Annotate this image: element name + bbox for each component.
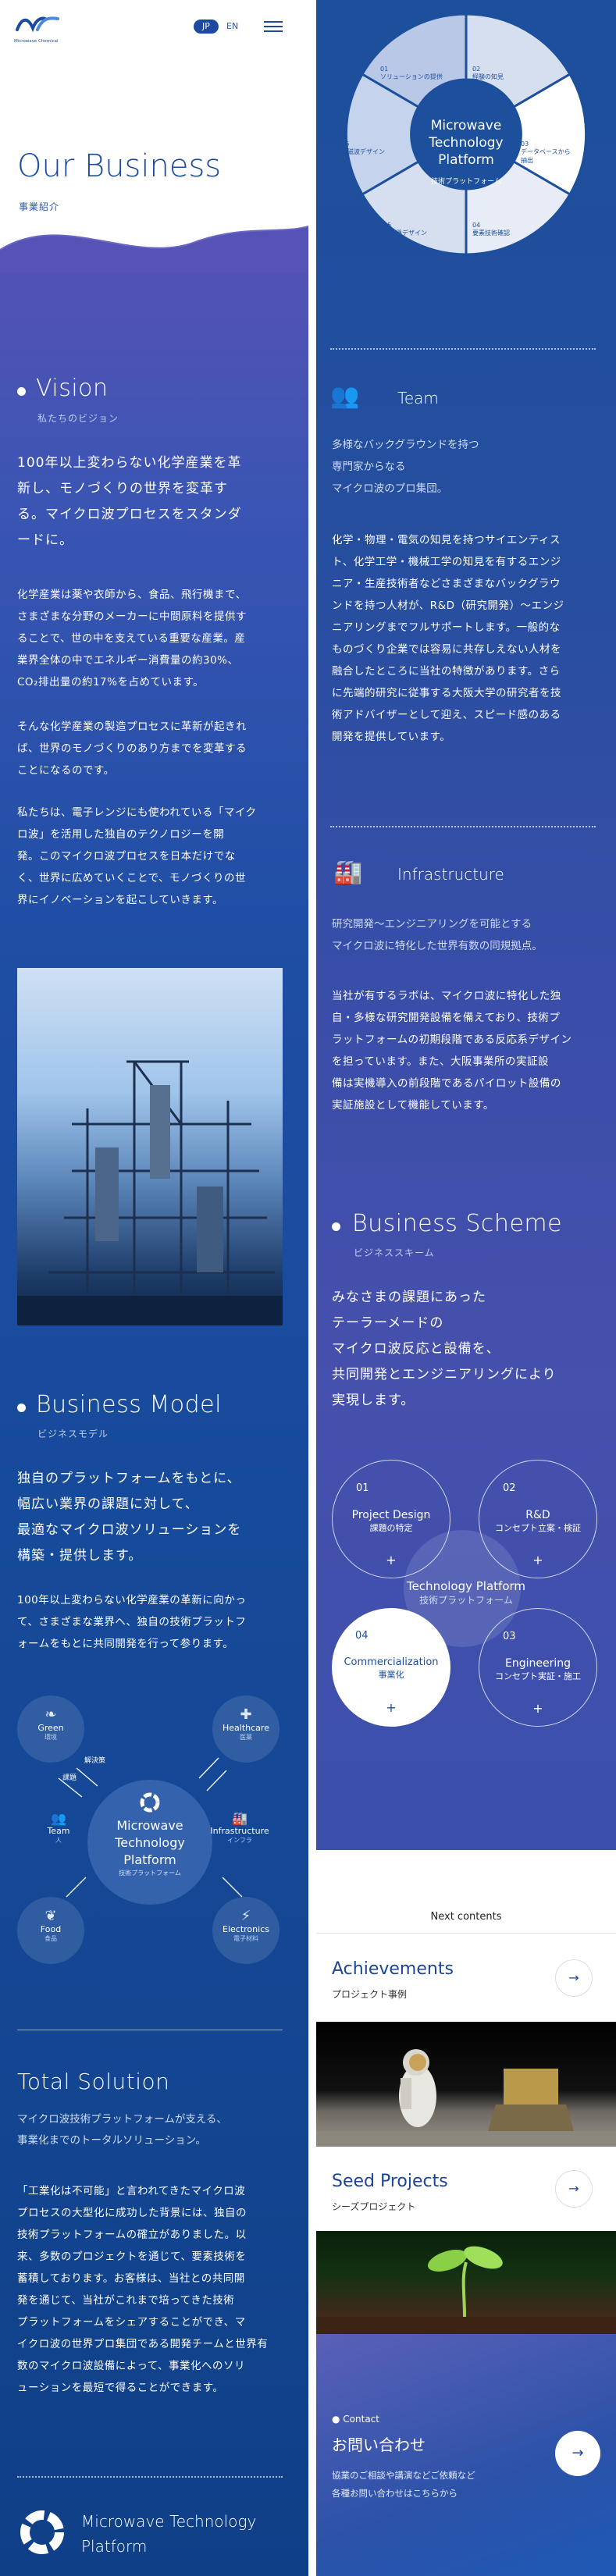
brand-name: Microwave Chemical <box>14 39 59 44</box>
vision-subtitle: 私たちのビジョン <box>37 413 119 424</box>
moon-landing-photo <box>316 2022 616 2147</box>
left-background <box>0 226 308 2576</box>
next-item-seed-projects[interactable]: Seed Projects シーズプロジェクト → <box>316 2150 616 2228</box>
business-scheme-subtitle: ビジネススキーム <box>354 1247 435 1258</box>
hero-header-area <box>0 0 308 258</box>
infrastructure-node: 🏭 Infrastructure インフラ <box>205 1811 275 1845</box>
platform-ring-icon <box>140 1792 160 1813</box>
divider <box>330 348 596 350</box>
logo-mark-icon <box>16 16 59 33</box>
label-kaiketsu: 解決策 <box>84 1757 106 1765</box>
sprout-photo <box>316 2231 616 2336</box>
total-solution-paragraph: 「工業化は不可能」と言われてきたマイクロ波プロセスの大型化に成功した背景には、独… <box>17 2185 269 2394</box>
hero-wave <box>0 226 308 273</box>
team-paragraph: 化学・物理・電気の知見を持つサイエンティスト、化学工学・機械工学の知見を有するエ… <box>332 534 564 743</box>
business-scheme-lead: みなさまの課題にあったテーラーメードのマイクロ波反応と設備を、共同開発とエンジニ… <box>332 1290 557 1408</box>
contact-title: お問い合わせ <box>332 2435 426 2454</box>
business-scheme-title: Business Scheme <box>352 1210 563 1237</box>
infrastructure-title: Infrastructure <box>397 865 504 884</box>
divider <box>330 826 596 827</box>
node-electronics: ⚡ Electronics 電子材料 <box>212 1897 280 1964</box>
arrow-right-icon: → <box>571 2445 584 2461</box>
business-scheme-diagram: Technology Platform 技術プラットフォーム 01 Projec… <box>316 1444 616 1749</box>
page-subtitle: 事業紹介 <box>19 201 60 212</box>
bullet-dot <box>17 387 26 396</box>
node-healthcare: ✚ Healthcare 医薬 <box>212 1695 280 1763</box>
achievements-subtitle: プロジェクト事例 <box>332 1989 408 2000</box>
team-icon: 👥 <box>330 382 360 410</box>
food-icon: ❦ <box>45 1908 57 1924</box>
label-kadai: 課題 <box>62 1774 77 1782</box>
leaf-icon: ❧ <box>45 1706 57 1723</box>
contact-description: 協業のご相談や講演などご依頼など各種お問い合わせはこちらから <box>332 2470 475 2499</box>
team-title: Team <box>397 389 439 407</box>
business-model-diagram: ❧ Green 環境 ✚ Healthcare 医薬 ❦ Food 食品 ⚡ E… <box>0 1686 308 1983</box>
node-green: ❧ Green 環境 <box>17 1695 84 1763</box>
team-icon: 👥 <box>51 1811 66 1826</box>
team-lead: 多様なバックグラウンドを持つ専門家からなるマイクロ波のプロ集団。 <box>332 439 479 495</box>
lang-jp-button[interactable]: JP <box>194 20 219 34</box>
left-column: Microwave Chemical JP EN Our Business 事業… <box>0 0 308 2576</box>
business-model-title: Business Model <box>36 1391 222 1418</box>
total-solution-title: Total Solution <box>17 2069 170 2094</box>
brand-logo[interactable]: Microwave Chemical <box>14 14 69 45</box>
lang-en-button[interactable]: EN <box>226 21 239 31</box>
bullet-dot <box>17 1404 26 1412</box>
next-item-achievements[interactable]: Achievements プロジェクト事例 → <box>316 1939 616 2017</box>
business-model-paragraph: 100年以上変わらない化学産業の革新に向かって、さまざまな業界へ、独自の技術プラ… <box>17 1594 247 1650</box>
contact-arrow-button[interactable]: → <box>555 2431 600 2476</box>
seed-projects-subtitle: シーズプロジェクト <box>332 2201 416 2212</box>
bullet-dot <box>332 1222 340 1231</box>
business-model-subtitle: ビジネスモデル <box>37 1429 109 1439</box>
team-node: 👥 Team 人 <box>39 1811 78 1845</box>
vision-title: Vision <box>36 375 109 402</box>
vision-paragraph-2: そんな化学産業の製造プロセスに革新が起きれば、世界のモノづくりのあり方までを変革… <box>17 720 247 777</box>
infrastructure-paragraph: 当社が有するラボは、マイクロ波に特化した独自・多様な研究開発設備を備えており、技… <box>332 990 572 1112</box>
electronics-icon: ⚡ <box>240 1908 251 1924</box>
next-contents-heading: Next contents <box>430 1911 502 1923</box>
total-solution-lead: マイクロ波技術プラットフォームが支える、事業化までのトータルソリューション。 <box>17 2113 227 2147</box>
node-food: ❦ Food 食品 <box>17 1897 84 1964</box>
diagram-arrows <box>58 1757 243 1898</box>
page-title: Our Business <box>17 148 222 184</box>
arrow-right-icon[interactable]: → <box>555 2170 593 2208</box>
plant-photo <box>17 968 283 1325</box>
business-model-lead: 独自のプラットフォームをもとに、幅広い業界の課題に対して、最適なマイクロ波ソリュ… <box>17 1471 242 1564</box>
platform-donut <box>344 12 588 256</box>
vision-paragraph-3: 私たちは、電子レンジにも使われている「マイクロ波」を活用した独自のテクノロジーを… <box>17 806 257 906</box>
platform-ring-icon <box>20 2510 64 2554</box>
plus-icon: + <box>532 1553 543 1567</box>
factory-icon: 🏭 <box>232 1811 247 1826</box>
achievements-title: Achievements <box>332 1959 454 1979</box>
healthcare-icon: ✚ <box>240 1706 252 1723</box>
hamburger-icon[interactable] <box>264 21 283 32</box>
factory-icon: 🏭 <box>333 859 363 886</box>
seed-projects-title: Seed Projects <box>332 2172 448 2191</box>
infrastructure-lead: 研究開発〜エンジニアリングを可能とするマイクロ波に特化した世界有数の同規拠点。 <box>332 918 543 952</box>
scheme-center-label: Technology Platform 技術プラットフォーム <box>406 1579 526 1606</box>
contact-label: ● Contact <box>332 2414 379 2425</box>
divider <box>316 1933 616 1934</box>
arrow-right-icon[interactable]: → <box>555 1959 593 1997</box>
divider <box>17 2476 283 2478</box>
vision-lead: 100年以上変わらない化学産業を革新し、モノづくりの世界を変革する。マイクロ波プ… <box>17 455 242 548</box>
plus-icon: + <box>386 1700 397 1715</box>
plus-icon: + <box>532 1701 543 1716</box>
vision-paragraph-1: 化学産業は薬や衣師から、食品、飛行機まで、さまざまな分野のメーカーに中間原料を提… <box>17 589 247 688</box>
plus-icon: + <box>386 1553 397 1567</box>
